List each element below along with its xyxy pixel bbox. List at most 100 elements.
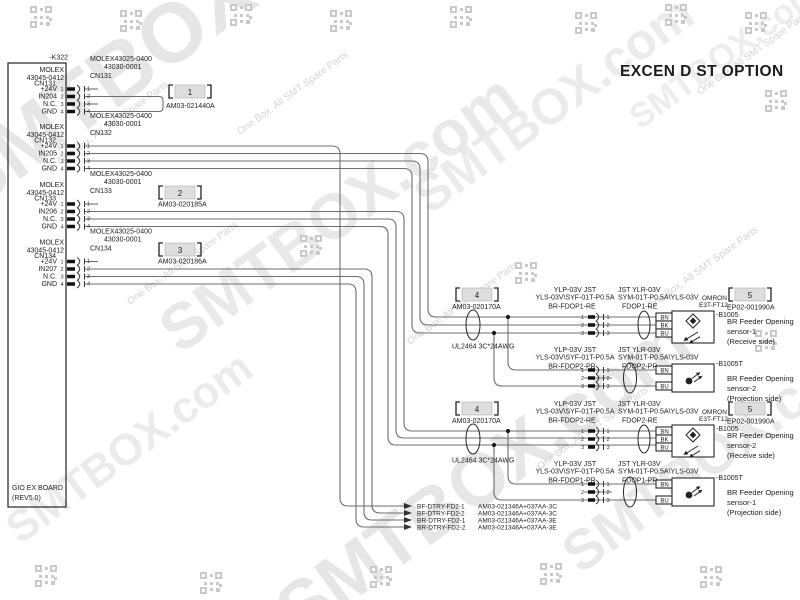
ref-name: BR-DTRY-FD2-2 [417, 525, 466, 532]
harness-part-label: 43030-0001 [104, 121, 141, 128]
arrowhead-icon [404, 510, 412, 516]
harness-name-label: BR-FDOP2-PR [548, 364, 595, 371]
ref-tag-2: 2 AM03-020185A [158, 185, 207, 209]
pin-number: 4 [60, 225, 63, 231]
sensor-desc: (Receive side) [727, 451, 775, 460]
watermark-qr-icon [540, 563, 562, 585]
sensor-tag-label: -B1005T [716, 475, 744, 482]
gio-ex-board: -K322 GIO EX BOARD (REV5.0) [7, 55, 68, 508]
pin-label: N.C. [43, 216, 57, 223]
plug-type-label: YLP-03V JST [554, 347, 597, 354]
offpage-refs: BF-DTRY-FD2-1 AM03-021346A+037AA-3C BF-D… [404, 503, 557, 532]
receptacle-type-label: SYM-01T-P0.5A\YLS-03V [618, 409, 699, 416]
pin-number: 1 [581, 482, 584, 488]
connector-name-label: FDOP1-PR [622, 478, 657, 485]
pin-number: 1 [60, 202, 63, 208]
wire-offpage-ref [84, 275, 404, 521]
wire-color-label: BN [660, 482, 668, 488]
plug-type-label: YLP-03V JST [554, 401, 597, 408]
pin-number: 1 [581, 315, 584, 321]
pin-label: GND [41, 281, 57, 288]
connector-name-label: FDOP1-RE [622, 304, 658, 311]
sensor-row-4: YLP-03V JST YLS-03V\SYF-01T-P0.5A BR-FDO… [536, 461, 794, 517]
sensor-desc: sensor-2 [727, 384, 756, 393]
pin-number: 2 [607, 323, 610, 329]
watermark-qr-icon [575, 12, 597, 34]
ref-tag-number: 4 [475, 405, 480, 414]
pin-number: 4 [60, 167, 63, 173]
wire-offpage-ref [84, 268, 404, 514]
cable-bundle-oval [637, 424, 651, 454]
pin-number: 4 [87, 282, 90, 288]
gio-ex-board-outline [7, 62, 67, 508]
wire-offpage-ref [84, 145, 404, 507]
plug-type-label: YLS-03V\SYF-01T-P0.5A [536, 409, 615, 416]
sensor-box [671, 477, 715, 507]
wire-cn132-fdop1re [84, 160, 656, 326]
pin-number: 3 [607, 445, 610, 451]
wire-color-label: BN [660, 315, 668, 321]
part-number-label: EP02-001990A [727, 419, 775, 426]
part-number-label: AM03-020170A [452, 418, 501, 425]
sensor-model-label: E3T-FT12 [699, 416, 728, 423]
pin-number: 2 [87, 209, 90, 215]
arrowhead-icon [404, 517, 412, 523]
harness-part-label: MOLEX43025-0400 [90, 229, 152, 236]
watermark-qr-icon [515, 262, 537, 284]
connector-maker-label: MOLEX [39, 67, 64, 74]
connector-name-label: FDOP2-PR [622, 364, 657, 371]
receptacle-type-label: SYM-01T-P0.5A\YLS-03V [618, 295, 699, 302]
junction-dot [505, 314, 511, 320]
harness-name-label: BR-FDOP2-RE [548, 418, 596, 425]
pin-label: IN204 [38, 94, 57, 101]
wire-color-label: BK [660, 437, 668, 443]
ref-part: AM03-021346A+037AA-3E [478, 525, 557, 532]
harness-part-label: 43030-0001 [104, 237, 141, 244]
ref-part: AM03-021346A+037AA-3C [478, 511, 557, 518]
plug-type-label: YLP-03V JST [554, 461, 597, 468]
connector-part-label: 43045-0412 [27, 75, 64, 82]
board-ref: -K322 [49, 55, 68, 62]
ref-name: BR-DTRY-FD2-1 [417, 518, 466, 525]
connector-maker-label: MOLEX [39, 124, 64, 131]
cable-bundle-oval [623, 476, 637, 508]
ref-tag-number: 5 [748, 291, 753, 300]
pin-number: 3 [581, 331, 584, 337]
pin-label: N.C. [43, 274, 57, 281]
cable-spec-label: UL2464 3C*24AWG [452, 458, 514, 465]
pin-number: 1 [607, 482, 610, 488]
connector-pins-icon [66, 199, 85, 231]
pin-number: 3 [607, 498, 610, 504]
drawing-title: EXCEN D ST OPTION [620, 63, 784, 80]
pin-label: +24V [40, 143, 57, 150]
part-number-label: AM03-020185A [158, 202, 207, 209]
pin-number: 1 [87, 87, 90, 93]
cn-label: CN134 [90, 246, 112, 253]
pin-number: 1 [607, 429, 610, 435]
part-number-label: AM03-021440A [166, 103, 215, 110]
pin-number: 3 [581, 445, 584, 451]
sensor-tag-label: -B1005T [716, 361, 744, 368]
pin-number: 2 [581, 437, 584, 443]
watermark-qr-icon [35, 565, 57, 587]
wire-color-label: BK [660, 323, 668, 329]
sensor-tag-label: -B1005 [716, 426, 739, 433]
sensor-desc: sensor-1 [727, 498, 756, 507]
sensor-maker-label: OMRON [702, 409, 727, 416]
pin-number: 3 [87, 217, 90, 223]
part-number-label: AM03-020186A [158, 259, 207, 266]
sensor-desc: sensor-2 [727, 441, 756, 450]
pin-number: 3 [87, 102, 90, 108]
ref-tag-number: 2 [178, 189, 183, 198]
sensor-desc: BR Feeder Opening [727, 374, 794, 383]
pin-label: N.C. [43, 101, 57, 108]
part-number-label: EP02-001990A [727, 305, 775, 312]
plug-type-label: YLS-03V\SYF-01T-P0.5A [536, 469, 615, 476]
ref-tag-number: 1 [188, 88, 193, 97]
cable-bundle-oval [465, 423, 481, 455]
pin-number: 3 [581, 498, 584, 504]
watermark-qr-icon [700, 566, 722, 588]
arrowhead-icon [404, 524, 412, 530]
